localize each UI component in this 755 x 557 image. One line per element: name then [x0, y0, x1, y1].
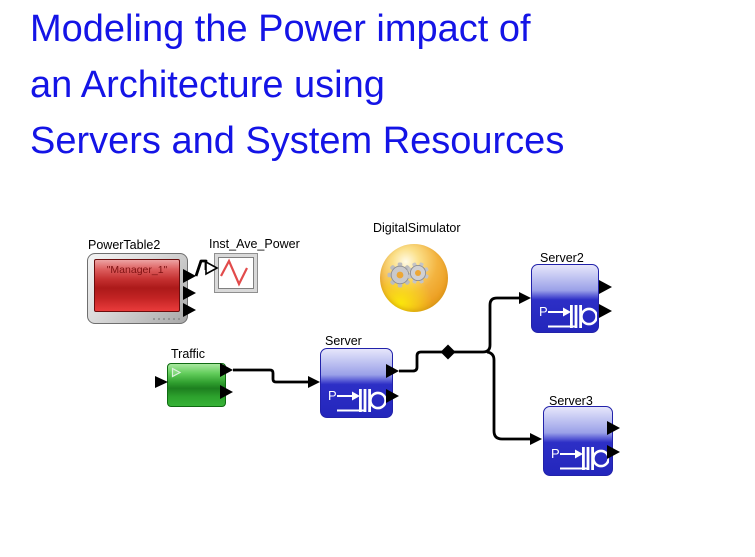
waveform-plotter-icon [218, 257, 254, 289]
traffic-label: Traffic [171, 347, 206, 361]
page-title: Modeling the Power impact of an Architec… [30, 1, 564, 169]
server3-label: Server3 [549, 394, 593, 408]
arrowhead-server-input[interactable] [308, 376, 320, 388]
gear-icon [387, 262, 413, 288]
server-icon-letter: P [539, 304, 548, 319]
server-output-port-1[interactable] [386, 364, 399, 378]
icon-arrowhead [563, 307, 571, 317]
server-label: Server [325, 334, 362, 348]
arrowhead-server3-input[interactable] [530, 433, 542, 445]
block-inst-ave-power[interactable] [214, 253, 258, 293]
powertable2-output-port-3[interactable] [183, 303, 196, 317]
queue-server-icon: P [539, 304, 597, 328]
powertable2-output-port-1[interactable] [183, 269, 196, 283]
server3-output-port-2[interactable] [607, 445, 620, 459]
server-output-port-2[interactable] [386, 389, 399, 403]
play-triangle-icon [171, 367, 182, 378]
server-icon-letter: P [328, 388, 337, 403]
arrowhead-server2-input[interactable] [519, 292, 531, 304]
wire-traffic-to-server[interactable] [233, 368, 309, 384]
powertable2-screen-text: "Manager_1" [106, 264, 168, 276]
server2-output-port-1[interactable] [599, 280, 612, 294]
server3-output-port-1[interactable] [607, 421, 620, 435]
junction-diamond[interactable] [440, 344, 456, 360]
server2-label: Server2 [540, 251, 584, 265]
wire-server-to-server2[interactable] [399, 296, 520, 373]
waveform-line-icon [220, 258, 248, 287]
traffic-output-port-1[interactable] [220, 363, 233, 377]
block-server2[interactable]: P [531, 264, 599, 333]
red-monitor-icon: "Manager_1" [94, 259, 180, 312]
block-digital-simulator[interactable] [380, 244, 448, 312]
title-line-1: Modeling the Power impact of [30, 8, 531, 50]
wire-powertable2-to-instavepower[interactable] [194, 259, 208, 277]
queue-server-icon: P [551, 446, 609, 470]
title-line-3: Servers and System Resources [30, 120, 565, 162]
block-server3[interactable]: P [543, 406, 613, 476]
wire-junction-to-server3[interactable] [486, 350, 531, 441]
server-icon-letter: P [551, 446, 560, 461]
queue-server-icon: P [328, 388, 386, 412]
digital-simulator-label: DigitalSimulator [373, 221, 461, 235]
server2-output-port-2[interactable] [599, 304, 612, 318]
inst-ave-power-label: Inst_Ave_Power [209, 237, 300, 251]
traffic-output-port-2[interactable] [220, 385, 233, 399]
gear-icon [407, 262, 429, 284]
gears-sphere-icon [387, 262, 429, 288]
block-server[interactable]: P [320, 348, 393, 418]
icon-arrowhead [352, 391, 360, 401]
open-arrowhead-instavepower-input[interactable] [205, 260, 219, 276]
powertable2-output-port-2[interactable] [183, 286, 196, 300]
icon-arrowhead [575, 449, 583, 459]
title-line-2: an Architecture using [30, 64, 385, 106]
powertable2-label: PowerTable2 [88, 238, 161, 252]
traffic-input-port[interactable] [155, 376, 168, 388]
block-traffic[interactable] [167, 363, 226, 407]
monitor-speaker-dots-icon [173, 318, 175, 320]
